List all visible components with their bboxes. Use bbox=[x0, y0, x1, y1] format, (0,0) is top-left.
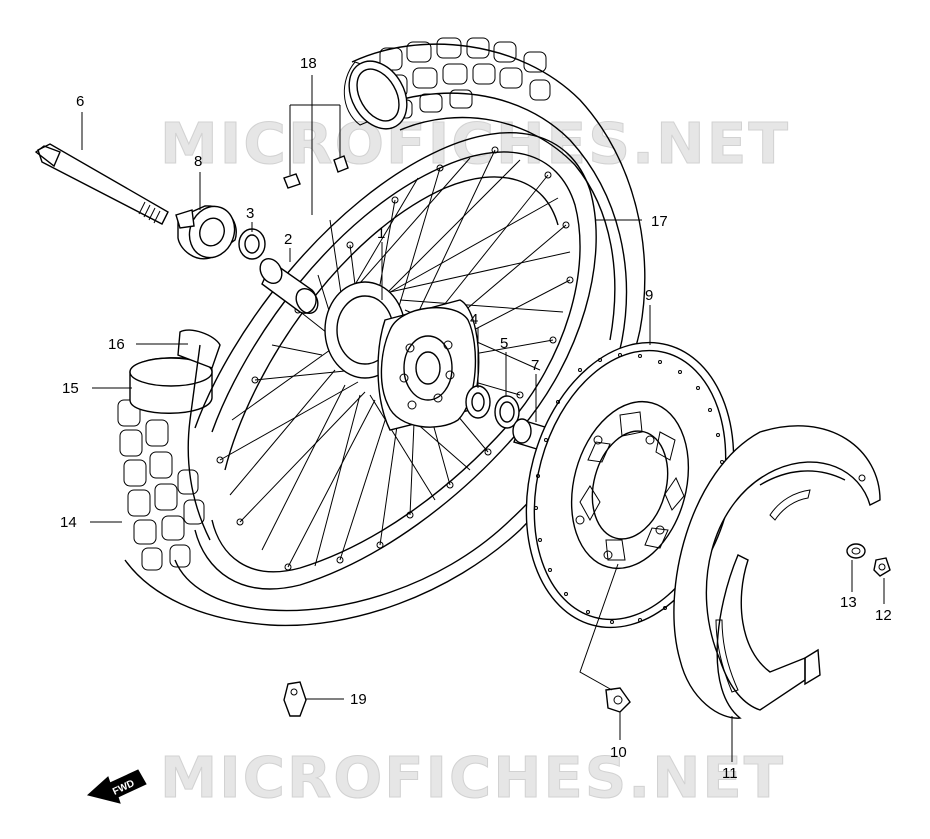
callout-5: 5 bbox=[500, 335, 508, 352]
speedometer-gearbox bbox=[175, 205, 237, 260]
spoke-nipples bbox=[283, 155, 349, 189]
callout-14: 14 bbox=[60, 514, 77, 531]
callout-1: 1 bbox=[377, 225, 385, 242]
spacer bbox=[259, 257, 319, 315]
callout-9: 9 bbox=[645, 287, 653, 304]
axle bbox=[34, 143, 169, 225]
callout-19: 19 bbox=[350, 691, 367, 708]
callout-13: 13 bbox=[840, 594, 857, 611]
bearing-left bbox=[238, 228, 266, 260]
rim bbox=[194, 132, 597, 590]
watermark-top: MICROFICHES.NET bbox=[160, 112, 790, 177]
callout-7: 7 bbox=[531, 357, 539, 374]
callout-3: 3 bbox=[246, 205, 254, 222]
washer bbox=[846, 543, 866, 559]
callout-2: 2 bbox=[284, 231, 292, 248]
bearing-right bbox=[465, 385, 491, 419]
callout-10: 10 bbox=[610, 744, 627, 761]
callout-16: 16 bbox=[108, 336, 125, 353]
callout-11: 11 bbox=[722, 765, 738, 782]
leader-lines bbox=[81, 75, 885, 762]
forward-arrow-icon: FWD bbox=[86, 769, 147, 804]
callout-4: 4 bbox=[470, 311, 478, 328]
screw bbox=[873, 557, 891, 577]
callout-8: 8 bbox=[194, 153, 202, 170]
watermark-bottom: MICROFICHES.NET bbox=[160, 746, 785, 811]
tire bbox=[117, 37, 646, 627]
callout-12: 12 bbox=[875, 607, 892, 624]
callout-15: 15 bbox=[62, 380, 79, 397]
callout-labels: 18 6 8 3 2 1 4 5 7 17 9 16 15 14 10 11 1… bbox=[60, 55, 892, 782]
oil-seal bbox=[494, 395, 520, 429]
callout-17: 17 bbox=[651, 213, 668, 230]
rim-lock-nut bbox=[283, 681, 307, 717]
disc-bolt bbox=[605, 687, 631, 713]
callout-6: 6 bbox=[76, 93, 84, 110]
disc-cover bbox=[673, 425, 881, 719]
callout-18: 18 bbox=[300, 55, 317, 72]
hub bbox=[324, 281, 480, 431]
